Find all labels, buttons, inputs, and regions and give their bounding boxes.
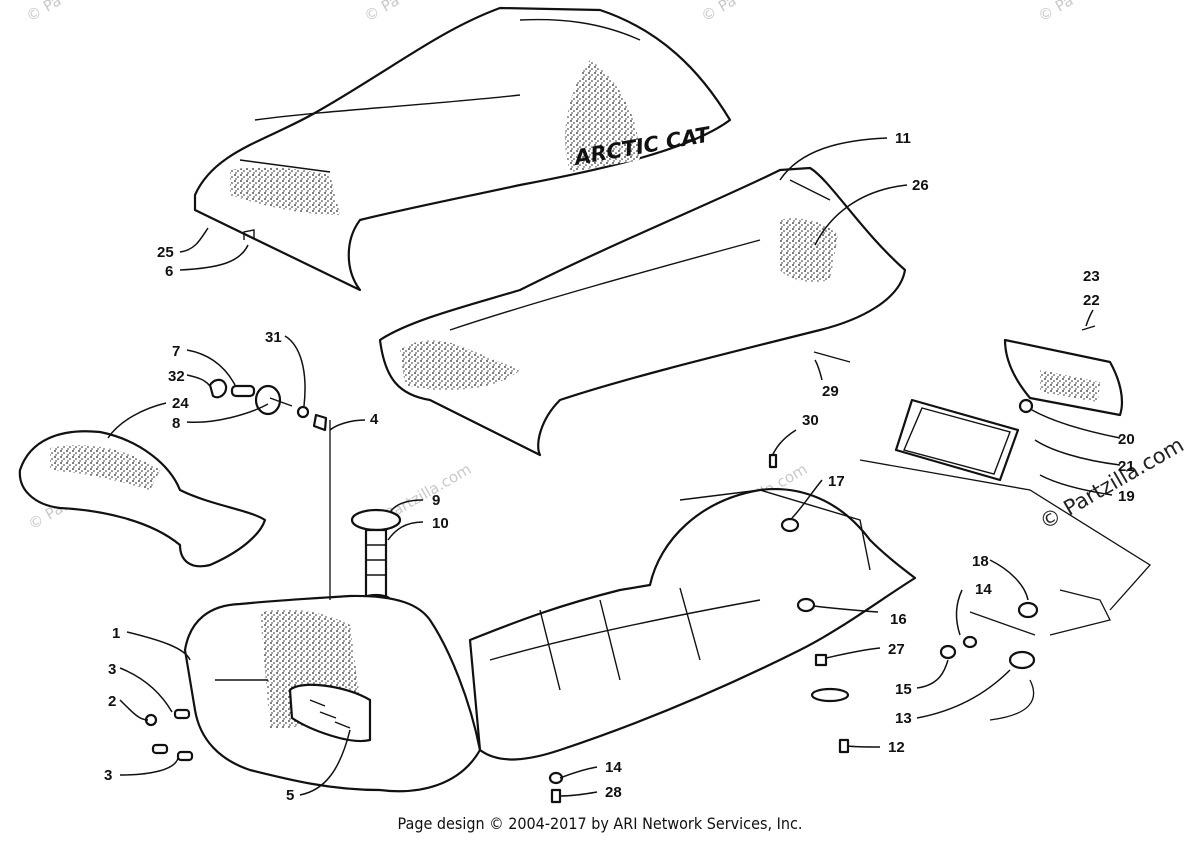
- callout-32: 32: [168, 368, 185, 385]
- callout-24: 24: [172, 395, 189, 412]
- callout-29: 29: [822, 383, 839, 400]
- watermark-corner: © Pa: [361, 0, 402, 25]
- callout-9: 9: [432, 492, 440, 509]
- seat-cover[interactable]: ARCTIC CAT: [193, 6, 732, 292]
- callout-18: 18: [972, 553, 989, 570]
- seat-base[interactable]: [378, 166, 907, 457]
- callouts: 1 2 3 3 4 5 6 7 8 9 10 11 12 13 14 14 15…: [104, 130, 1135, 804]
- rear-tub[interactable]: [468, 488, 917, 761]
- clip: [243, 229, 255, 240]
- callout-31: 31: [265, 329, 282, 346]
- fuel-tank[interactable]: [183, 594, 482, 793]
- callout-15: 15: [895, 681, 912, 698]
- hardware[interactable]: [144, 453, 1039, 804]
- callout-13: 13: [895, 710, 912, 727]
- wiring-harness: [329, 420, 1151, 721]
- callout-14: 14: [975, 581, 992, 598]
- callout-21: 21: [1118, 458, 1135, 475]
- callout-14: 14: [605, 759, 622, 776]
- leader-lines: [107, 137, 1121, 797]
- callout-26: 26: [912, 177, 929, 194]
- callout-3: 3: [108, 661, 116, 678]
- watermark-corner: © Pa: [1035, 0, 1076, 25]
- callout-20: 20: [1118, 431, 1135, 448]
- callout-23: 23: [1083, 268, 1100, 285]
- callout-4: 4: [370, 411, 379, 428]
- fuel-cap-assembly[interactable]: [350, 508, 402, 607]
- page-footer: Page design © 2004-2017 by ARI Network S…: [397, 814, 803, 833]
- callout-10: 10: [432, 515, 449, 532]
- callout-5: 5: [286, 787, 294, 804]
- callout-1: 1: [112, 625, 120, 642]
- rod: [813, 351, 851, 363]
- callout-11: 11: [895, 130, 911, 147]
- callout-8: 8: [172, 415, 180, 432]
- callout-12: 12: [888, 739, 905, 756]
- callout-22: 22: [1083, 292, 1100, 309]
- watermark-corner: © Pa: [23, 0, 64, 25]
- cap-hardware[interactable]: [208, 378, 328, 432]
- callout-25: 25: [157, 244, 174, 261]
- callout-16: 16: [890, 611, 907, 628]
- callout-7: 7: [172, 343, 180, 360]
- callout-2: 2: [108, 693, 116, 710]
- callout-30: 30: [802, 412, 819, 429]
- callout-17: 17: [828, 473, 845, 490]
- hand-guard[interactable]: [18, 430, 267, 568]
- taillight-assembly[interactable]: [894, 325, 1124, 482]
- callout-28: 28: [605, 784, 622, 801]
- callout-27: 27: [888, 641, 905, 658]
- callout-3: 3: [104, 767, 112, 784]
- watermark-corner: © Pa: [698, 0, 739, 25]
- callout-19: 19: [1118, 488, 1135, 505]
- callout-6: 6: [165, 263, 173, 280]
